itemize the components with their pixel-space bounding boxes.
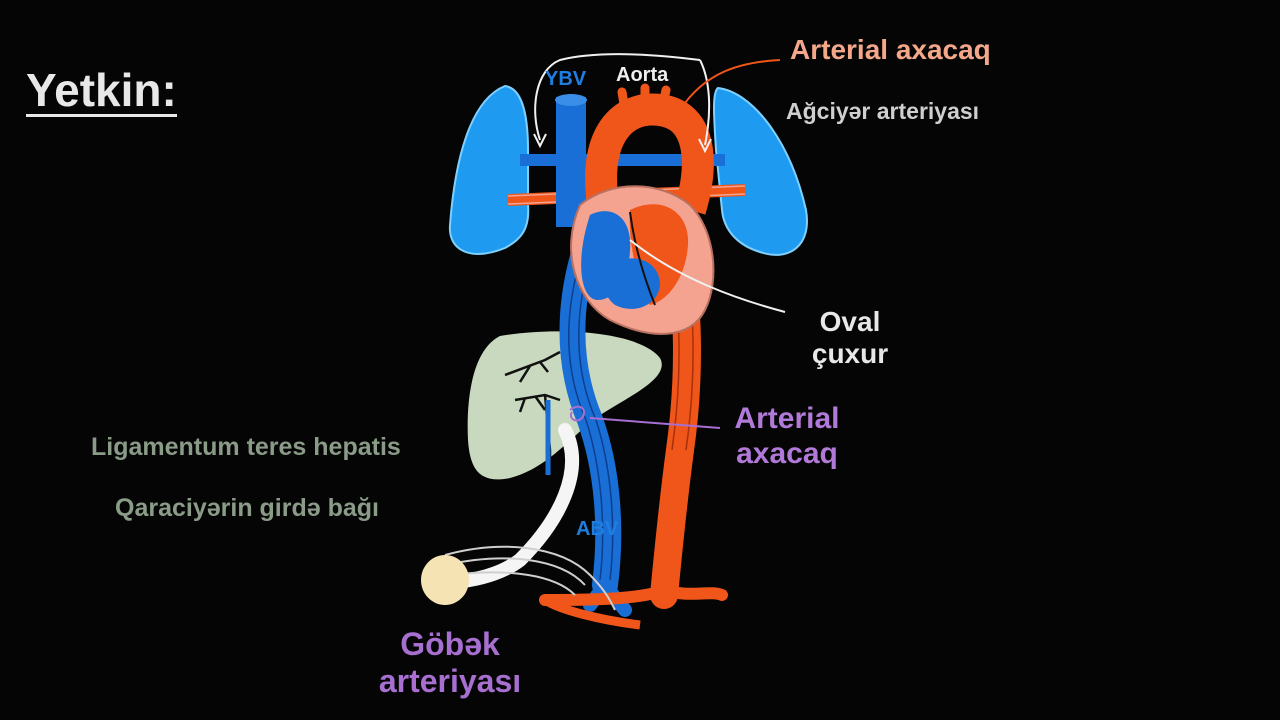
label-abv: ABV bbox=[576, 518, 619, 540]
aortic-branches bbox=[617, 83, 671, 115]
umbilical-arteries bbox=[444, 545, 616, 611]
right-lung bbox=[713, 86, 808, 256]
label-round-ligament: Qaraciyərin girdə bağı bbox=[115, 494, 379, 522]
label-umbilical-line1: Göbək bbox=[400, 626, 500, 662]
heart-septum bbox=[629, 211, 656, 306]
vena-cava-stripes bbox=[568, 259, 614, 581]
umbilical-vein bbox=[448, 423, 580, 589]
label-aorta: Aorta bbox=[616, 64, 669, 86]
lower-chambers-blue bbox=[603, 258, 660, 309]
pointer-ybv bbox=[534, 53, 711, 146]
label-oval-fossa: Oval çuxur bbox=[790, 306, 910, 370]
pointer-oval bbox=[629, 239, 786, 313]
pointer-ybv-arrowheads bbox=[533, 133, 712, 154]
label-oval-line2: çuxur bbox=[811, 338, 889, 370]
heart-outline bbox=[570, 185, 715, 335]
label-ybv: YBV bbox=[545, 68, 587, 90]
label-pulmonary-artery: Ağciyər arteriyası bbox=[786, 98, 980, 124]
liver bbox=[467, 331, 662, 480]
label-umbilical-line2: arteriyası bbox=[378, 662, 522, 699]
umbilical-arteries-orange bbox=[542, 596, 641, 630]
placenta bbox=[421, 555, 469, 605]
ductus-venosus-loop bbox=[569, 405, 586, 422]
pointer-arterial-mid bbox=[589, 417, 721, 429]
label-arterial-duct-top: Arterial axacaq bbox=[790, 34, 991, 65]
hepatic-branches bbox=[504, 350, 561, 475]
left-lung bbox=[448, 84, 530, 255]
pointer-arterial-top bbox=[679, 59, 781, 111]
svc-top bbox=[555, 94, 587, 106]
label-arterial-mid-line2: axacaq bbox=[736, 436, 838, 470]
label-arterial-mid-line1: Arterial bbox=[734, 402, 840, 435]
label-umbilical-artery: Göbək arteriyası bbox=[360, 626, 540, 700]
vena-cava bbox=[559, 237, 622, 598]
page-title: Yetkin: bbox=[26, 64, 177, 118]
label-ligamentum: Ligamentum teres hepatis bbox=[91, 433, 401, 461]
label-oval-line1: Oval bbox=[819, 306, 881, 337]
label-arterial-duct-mid: Arterial axacaq bbox=[722, 402, 852, 471]
